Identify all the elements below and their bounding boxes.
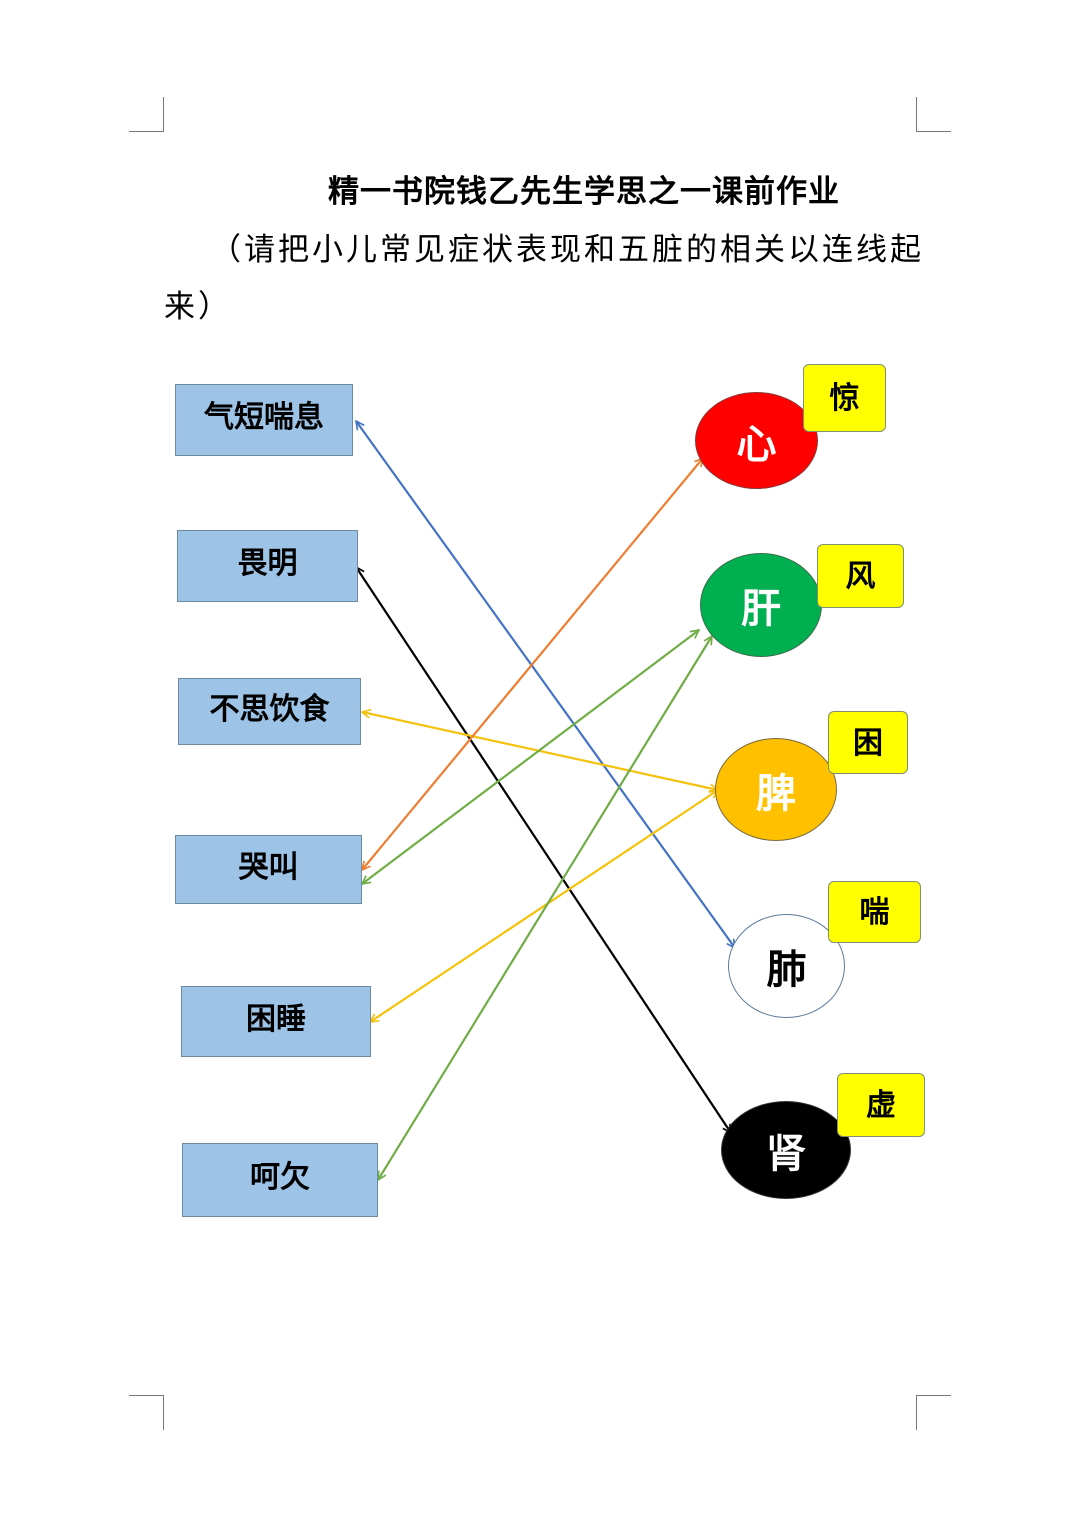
crop-mark-bottom-left <box>129 1395 164 1430</box>
organ-liver: 肝 <box>700 553 822 657</box>
organ-heart: 心 <box>695 392 818 489</box>
organ-kidney: 肾 <box>721 1101 851 1199</box>
badge-label: 喘 <box>859 895 890 930</box>
crop-mark-top-left <box>129 97 164 132</box>
crop-mark-bottom-right <box>916 1395 951 1430</box>
symptom-box: 哭叫 <box>175 835 362 904</box>
connection-line <box>362 458 703 870</box>
organ-label: 心 <box>736 421 777 468</box>
crop-mark-top-right <box>916 97 951 132</box>
symptom-label: 哭叫 <box>238 849 299 885</box>
badge-chuan: 喘 <box>828 881 921 943</box>
badge-xu: 虚 <box>837 1073 925 1137</box>
organ-lung: 肺 <box>728 914 845 1018</box>
badge-kun: 困 <box>828 711 908 774</box>
symptom-box: 困睡 <box>181 986 371 1057</box>
symptom-label: 困睡 <box>246 1001 306 1037</box>
organ-label: 脾 <box>756 770 796 817</box>
symptom-label: 畏明 <box>237 546 298 581</box>
badge-label: 虚 <box>866 1088 896 1123</box>
connection-line <box>378 636 712 1180</box>
organ-label: 肾 <box>766 1131 806 1177</box>
symptom-box: 气短喘息 <box>175 384 353 456</box>
symptom-label: 呵欠 <box>250 1160 310 1195</box>
badge-label: 风 <box>845 559 876 594</box>
connection-line <box>370 790 718 1022</box>
page-title: 精一书院钱乙先生学思之一课前作业 <box>328 174 840 210</box>
badge-label: 惊 <box>829 381 860 416</box>
page-subtitle: （请把小儿常见症状表现和五脏的相关以连线起来） <box>164 232 924 325</box>
symptom-label: 不思饮食 <box>209 691 330 727</box>
organ-label: 肺 <box>766 947 807 993</box>
connection-line <box>356 421 735 948</box>
badge-label: 困 <box>853 725 883 761</box>
symptom-box: 不思饮食 <box>178 678 361 745</box>
symptom-label: 气短喘息 <box>204 400 324 435</box>
organ-label: 肝 <box>741 586 781 632</box>
organ-spleen: 脾 <box>715 738 837 841</box>
badge-jing: 惊 <box>803 364 886 432</box>
symptom-box: 畏明 <box>177 530 358 602</box>
badge-feng: 风 <box>817 544 904 608</box>
symptom-box: 呵欠 <box>182 1143 378 1217</box>
